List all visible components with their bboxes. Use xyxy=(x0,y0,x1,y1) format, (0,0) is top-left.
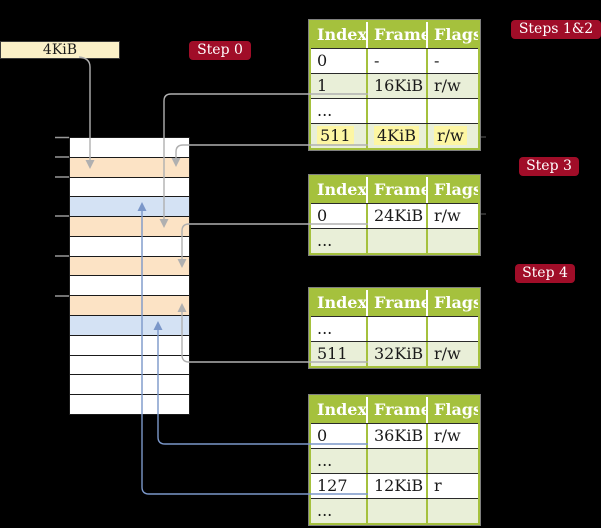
badge-step-4: Step 4 xyxy=(515,264,575,283)
cell-index: 127 xyxy=(311,474,368,498)
cell-frame: 4KiB xyxy=(368,124,428,148)
cell-flags xyxy=(428,499,478,523)
cell-frame: 24KiB xyxy=(368,204,428,228)
memory-frame-row-plain xyxy=(70,354,189,375)
cell-frame: 32KiB xyxy=(368,342,428,366)
memory-frame-row-pagetable xyxy=(70,255,189,276)
cell-index: 511 xyxy=(311,342,368,366)
table-row-index-511: 511 4KiB r/w xyxy=(311,123,478,148)
table-row-index-dots: ... xyxy=(311,228,478,253)
column-header-frame: Frame xyxy=(368,397,428,423)
cell-flags: r/w xyxy=(434,344,461,363)
badge-step-0: Step 0 xyxy=(189,41,251,60)
cell-frame: 16KiB xyxy=(368,74,428,98)
column-header-frame: Frame xyxy=(368,177,428,203)
cell-frame xyxy=(368,499,428,523)
cell-flags: r/w xyxy=(428,124,478,148)
cell-flags xyxy=(428,449,478,473)
cell-flags: r/w xyxy=(434,426,461,445)
root-table-address-box: 4KiB xyxy=(0,41,120,59)
column-header-index: Index xyxy=(311,397,368,423)
column-header-flags: Flags xyxy=(434,293,478,312)
table-row-index-dots: ... xyxy=(311,448,478,473)
cell-flags: - xyxy=(434,51,440,70)
cell-frame xyxy=(368,99,428,123)
cell-flags: r xyxy=(434,476,442,495)
memory-frame-row-plain xyxy=(70,374,189,395)
physical-memory-column xyxy=(69,137,190,415)
memory-frame-row-plain xyxy=(70,176,189,197)
cell-flags: r/w xyxy=(434,76,461,95)
cell-frame: 12KiB xyxy=(368,474,428,498)
column-header-flags: Flags xyxy=(434,180,478,199)
column-header-flags: Flags xyxy=(434,25,478,44)
cell-index: ... xyxy=(311,449,368,473)
column-header-frame: Frame xyxy=(368,290,428,316)
memory-frame-row-plain xyxy=(70,334,189,355)
table-row-index-dots: ... xyxy=(311,316,478,341)
memory-frame-row-plain xyxy=(70,275,189,296)
cell-frame xyxy=(368,229,428,253)
memory-frame-row-pagetable xyxy=(70,156,189,177)
cell-frame: 36KiB xyxy=(368,424,428,448)
memory-tick-marks xyxy=(55,136,69,297)
cell-index: ... xyxy=(311,499,368,523)
memory-frame-row-pagetable xyxy=(70,216,189,236)
highlighted-value: 4KiB xyxy=(374,126,420,145)
cell-frame xyxy=(368,449,428,473)
cell-index: 511 xyxy=(311,124,368,148)
cell-index: 1 xyxy=(311,74,368,98)
memory-frame-row-mapped xyxy=(70,196,189,217)
cell-frame: - xyxy=(368,49,428,73)
cell-flags xyxy=(428,229,478,253)
column-header-index: Index xyxy=(311,22,368,48)
cell-index: ... xyxy=(311,317,368,341)
table-row-index-dots: ... xyxy=(311,98,478,123)
memory-frame-row-pagetable xyxy=(70,295,189,316)
cell-flags xyxy=(428,99,478,123)
column-header-index: Index xyxy=(311,290,368,316)
column-header-index: Index xyxy=(311,177,368,203)
cell-flags: r/w xyxy=(434,206,461,225)
cell-flags xyxy=(428,317,478,341)
highlighted-value: 511 xyxy=(317,126,354,145)
badge-steps-1-2: Steps 1&2 xyxy=(511,20,601,39)
cell-index: 0 xyxy=(311,49,368,73)
memory-frame-row-plain xyxy=(70,394,189,414)
cell-frame xyxy=(368,317,428,341)
cell-index: 0 xyxy=(311,424,368,448)
table-row-index-dots: ... xyxy=(311,498,478,523)
cell-index: 0 xyxy=(311,204,368,228)
column-header-frame: Frame xyxy=(368,22,428,48)
memory-frame-row-plain xyxy=(70,235,189,256)
highlighted-value: r/w xyxy=(434,126,467,145)
memory-frame-row-plain xyxy=(70,138,189,157)
cell-index: ... xyxy=(311,99,368,123)
table-row-index-0: 0-- xyxy=(311,48,478,73)
column-header-flags: Flags xyxy=(434,400,478,419)
memory-frame-row-mapped xyxy=(70,315,189,335)
cell-index: ... xyxy=(311,229,368,253)
badge-step-3: Step 3 xyxy=(519,157,579,176)
